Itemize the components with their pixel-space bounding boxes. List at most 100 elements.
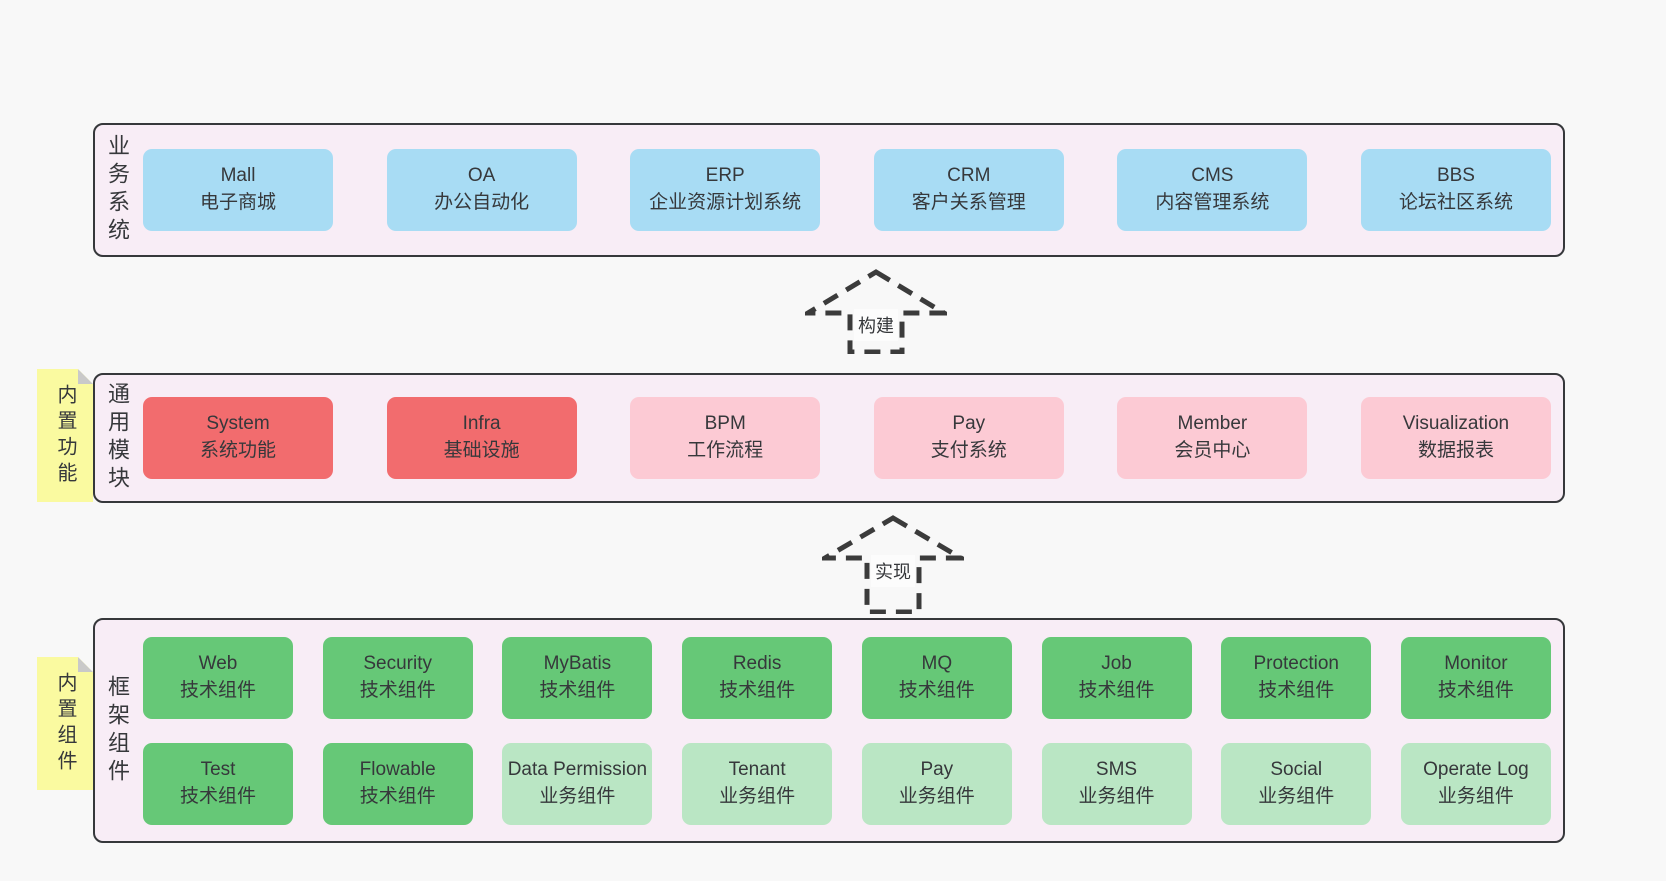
note-text: 内置功能	[54, 383, 76, 488]
module-box-test: Test 技术组件	[143, 742, 293, 825]
box-title: MQ	[921, 652, 953, 674]
box-subtitle: 技术组件	[359, 679, 436, 701]
box-subtitle: 系统功能	[199, 440, 276, 461]
box-subtitle: 技术组件	[1437, 679, 1514, 701]
module-box-system: System 系统功能	[143, 397, 333, 479]
box-title: Redis	[732, 652, 782, 674]
box-title: Operate Log	[1423, 758, 1529, 780]
arrow-label: 实现	[871, 555, 915, 587]
dashed-up-arrow-implement: 实现	[822, 514, 964, 614]
box-subtitle: 客户关系管理	[911, 192, 1026, 213]
box-subtitle: 技术组件	[359, 785, 436, 807]
box-title: Infra	[462, 413, 501, 435]
box-subtitle: 技术组件	[719, 679, 796, 701]
box-title: Web	[198, 652, 238, 674]
band-common-modules: 通用模块 System 系统功能 Infra 基础设施 BPM 工作流程 Pay 支付系统 Me…	[93, 373, 1565, 503]
box-title: Visualization	[1402, 413, 1510, 435]
box-title: OA	[467, 165, 496, 187]
box-title: CRM	[947, 165, 991, 187]
band-business-systems: 业务系统 Mall 电子商城 OA 办公自动化 ERP 企业资源计划系统 CRM 客户关系管理…	[93, 123, 1565, 257]
box-subtitle: 业务组件	[1078, 785, 1155, 807]
note-fold-corner	[78, 657, 93, 672]
module-box-flowable: Flowable 技术组件	[322, 742, 473, 825]
box-subtitle: 技术组件	[898, 679, 975, 701]
box-title: Test	[200, 758, 236, 780]
box-subtitle: 业务组件	[1258, 785, 1335, 807]
box-title: MyBatis	[543, 652, 612, 674]
module-box-visualization: Visualization 数据报表	[1360, 397, 1551, 479]
box-subtitle: 企业资源计划系统	[649, 192, 802, 213]
note-text: 内置组件	[54, 671, 76, 776]
module-box-social: Social 业务组件	[1221, 742, 1372, 825]
module-box-pay: Pay 支付系统	[873, 397, 1064, 479]
box-title: Job	[1101, 652, 1132, 674]
module-box-mq: MQ 技术组件	[861, 636, 1012, 719]
module-box-protection: Protection 技术组件	[1221, 636, 1372, 719]
box-subtitle: 技术组件	[179, 679, 256, 701]
module-box-bbs: BBS 论坛社区系统	[1360, 149, 1551, 231]
sticky-note-built-in-components: 内置组件	[37, 657, 93, 790]
box-title: System	[206, 413, 270, 435]
note-fold-corner	[78, 369, 93, 384]
dashed-up-arrow-build: 构建	[805, 268, 947, 354]
module-box-infra: Infra 基础设施	[386, 397, 577, 479]
up-arrow-icon	[822, 515, 964, 614]
module-box-erp: ERP 企业资源计划系统	[630, 149, 821, 231]
module-box-oa: OA 办公自动化	[386, 149, 577, 231]
box-title: Flowable	[359, 758, 436, 780]
box-title: Social	[1270, 758, 1323, 780]
box-subtitle: 基础设施	[443, 440, 520, 461]
sticky-note-built-in-features: 内置功能	[37, 369, 93, 502]
box-title: Mall	[220, 165, 256, 187]
box-title: ERP	[705, 165, 745, 187]
box-subtitle: 办公自动化	[434, 192, 530, 213]
module-box-bpm: BPM 工作流程	[630, 397, 821, 479]
box-subtitle: 技术组件	[539, 679, 616, 701]
box-title: BBS	[1436, 165, 1475, 187]
module-box-security: Security 技术组件	[322, 636, 473, 719]
module-box-crm: CRM 客户关系管理	[873, 149, 1064, 231]
box-title: CMS	[1191, 165, 1234, 187]
box-title: Pay	[952, 413, 986, 435]
arrow-label: 构建	[854, 309, 898, 341]
box-title: Tenant	[728, 758, 786, 780]
box-subtitle: 业务组件	[898, 785, 975, 807]
box-title: BPM	[704, 413, 746, 435]
module-box-redis: Redis 技术组件	[682, 636, 833, 719]
module-box-web: Web 技术组件	[143, 636, 293, 719]
box-subtitle: 会员中心	[1174, 440, 1251, 461]
box-subtitle: 论坛社区系统	[1398, 192, 1513, 213]
box-subtitle: 业务组件	[539, 785, 616, 807]
box-subtitle: 支付系统	[930, 440, 1007, 461]
module-box-monitor: Monitor 技术组件	[1400, 636, 1551, 719]
box-subtitle: 工作流程	[687, 440, 764, 461]
box-title: SMS	[1095, 758, 1138, 780]
module-box-mall: Mall 电子商城	[143, 149, 333, 231]
band-label: 通用模块	[105, 382, 130, 494]
box-row: Test 技术组件 Flowable 技术组件 Data Permission 业务组件 T…	[143, 742, 1551, 825]
up-arrow-icon	[805, 269, 947, 354]
box-title: Security	[363, 652, 433, 674]
box-title: Protection	[1253, 652, 1339, 674]
band-label: 框架组件	[105, 674, 130, 787]
box-subtitle: 电子商城	[199, 192, 276, 213]
box-title: Monitor	[1444, 652, 1508, 674]
module-box-data-permission: Data Permission 业务组件	[502, 742, 653, 825]
band-label: 业务系统	[105, 134, 130, 246]
box-subtitle: 数据报表	[1417, 440, 1494, 461]
module-box-sms: SMS 业务组件	[1041, 742, 1192, 825]
box-title: Data Permission	[507, 758, 648, 780]
box-subtitle: 技术组件	[1258, 679, 1335, 701]
box-subtitle: 技术组件	[179, 785, 256, 807]
